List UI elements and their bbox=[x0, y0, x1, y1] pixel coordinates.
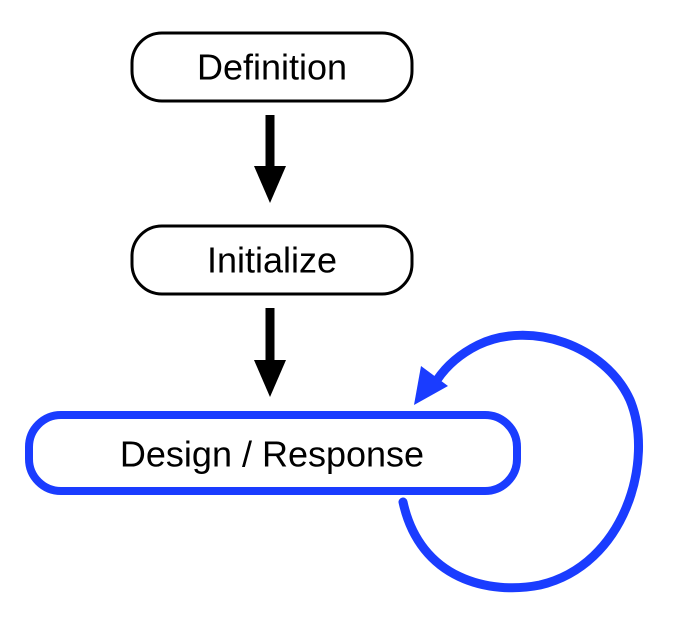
node-definition-label: Definition bbox=[197, 47, 347, 88]
arrow-initialize-to-design-response bbox=[254, 308, 286, 397]
loop-arrow-head bbox=[414, 366, 448, 405]
loop-arrow-design-response bbox=[398, 330, 644, 593]
arrow-head bbox=[254, 360, 286, 397]
arrow-definition-to-initialize bbox=[254, 115, 286, 203]
node-design-response-box bbox=[25, 411, 521, 495]
node-design-response: Design / Response bbox=[25, 411, 521, 495]
node-definition: Definition bbox=[130, 31, 414, 103]
node-initialize-label: Initialize bbox=[207, 240, 337, 281]
node-definition-box bbox=[130, 31, 414, 103]
loop-arrow-arc bbox=[398, 330, 644, 593]
node-initialize: Initialize bbox=[130, 224, 414, 296]
node-design-response-label: Design / Response bbox=[120, 434, 424, 475]
node-initialize-box bbox=[130, 224, 414, 296]
arrow-head bbox=[254, 166, 286, 203]
